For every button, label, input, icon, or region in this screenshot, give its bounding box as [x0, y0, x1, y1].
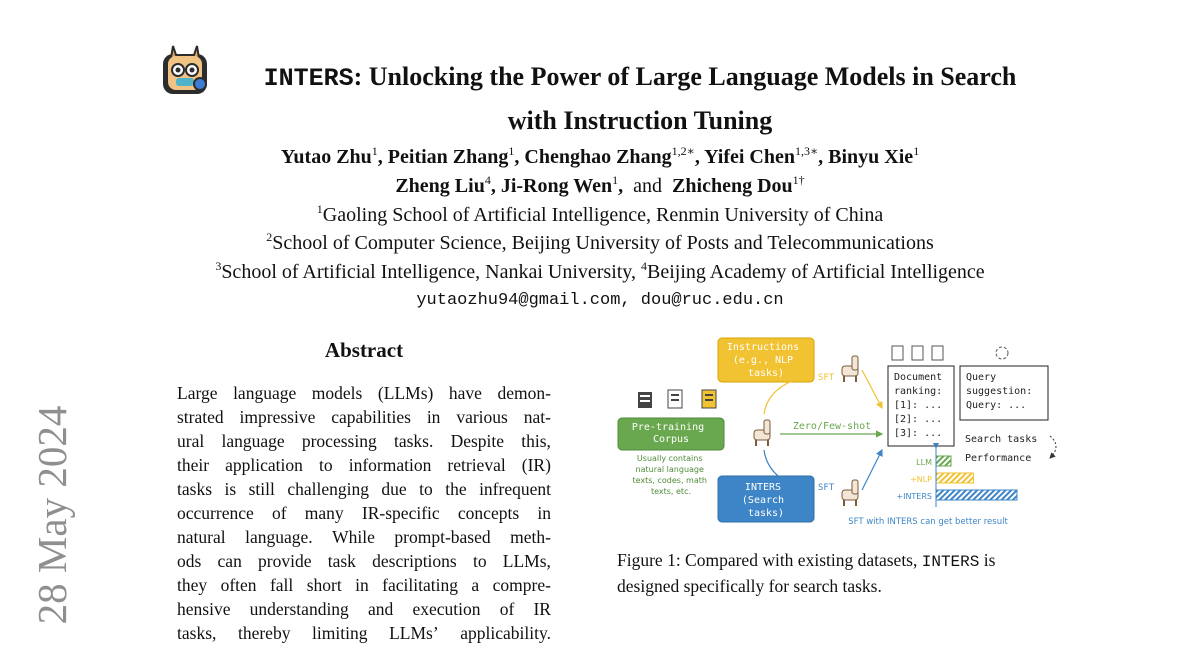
llama-icon — [841, 355, 859, 382]
pretraining-note: Usually contains natural language texts,… — [632, 454, 709, 496]
title-line1-rest: : Unlocking the Power of Large Language … — [353, 62, 1017, 91]
affiliation: 3School of Artificial Intelligence, Nank… — [215, 259, 985, 283]
corpus-icons — [638, 389, 717, 409]
author-name: Zhicheng Dou — [672, 175, 793, 197]
paper-title: INTERS: Unlocking the Power of Large Lan… — [215, 56, 1065, 142]
affiliation: 1Gaoling School of Artificial Intelligen… — [316, 202, 884, 226]
search-tasks-label: Search tasks — [965, 434, 1037, 445]
instructions-box-text: Instructions (e.g., NLP tasks) — [727, 342, 805, 379]
author-name: Yutao Zhu — [280, 146, 372, 168]
bar-label: LLM — [916, 458, 932, 467]
title-line2: with Instruction Tuning — [507, 106, 773, 135]
bar-label: +NLP — [910, 475, 932, 484]
pretraining-box-text: Pre-training Corpus — [632, 422, 710, 445]
author-name: Binyu Xie — [828, 146, 914, 168]
author-name: Yifei Chen — [704, 146, 795, 168]
query-suggestion-text: Query suggestion: Query: ... — [966, 372, 1038, 411]
zero-few-shot-label: Zero/Few-shot — [793, 421, 871, 432]
refresh-icon — [995, 346, 1009, 360]
figure-bottom-note: SFT with INTERS can get better result — [848, 517, 1008, 527]
figure-1-diagram: Instructions (e.g., NLP tasks) Pre-train… — [617, 337, 1057, 527]
document-ranking-text: Document ranking: [1]: ... [2]: ... [3]:… — [894, 372, 948, 439]
performance-bar — [935, 472, 974, 484]
sft-label-top: SFT — [818, 373, 835, 383]
author-name: Chenghao Zhang — [524, 146, 672, 168]
authors-and: and — [633, 175, 663, 197]
query-suggestion-box — [959, 365, 1049, 421]
author-list-line1: Yutao Zhu1, Peitian Zhang1, Chenghao Zha… — [280, 144, 920, 168]
document-ranking-box — [887, 365, 955, 447]
author-name: Ji-Rong Wen — [500, 175, 613, 197]
author-list-line2: Zheng Liu4, Ji-Rong Wen1, and Zhicheng D… — [395, 173, 805, 197]
instructions-box — [717, 337, 815, 383]
performance-bar — [935, 455, 952, 467]
llama-logo-icon — [163, 45, 207, 94]
affiliation: 2School of Computer Science, Beijing Uni… — [266, 230, 934, 254]
inters-box-text: INTERS (Search tasks) — [742, 482, 790, 519]
performance-label: Performance — [965, 453, 1031, 464]
performance-bars: LLM +NLP +INTERS — [896, 443, 1018, 507]
inters-box — [717, 475, 815, 523]
sft-label-bottom: SFT — [818, 483, 835, 493]
llama-icon — [841, 479, 859, 506]
title-name: INTERS — [263, 64, 354, 93]
arxiv-date-text: 28 May 2024 — [29, 405, 75, 625]
author-name: Peitian Zhang — [387, 146, 509, 168]
author-emails: yutaozhu94@gmail.com, dou@ruc.edu.cn — [416, 291, 784, 310]
author-name: Zheng Liu — [395, 175, 485, 197]
figure-caption: Figure 1: Compared with existing dataset… — [617, 550, 996, 596]
document-icons — [891, 345, 944, 361]
abstract-heading: Abstract — [324, 338, 404, 362]
llama-icon — [753, 419, 771, 446]
bar-label: +INTERS — [896, 492, 932, 501]
performance-bar — [935, 489, 1018, 501]
pretraining-box — [617, 417, 725, 451]
